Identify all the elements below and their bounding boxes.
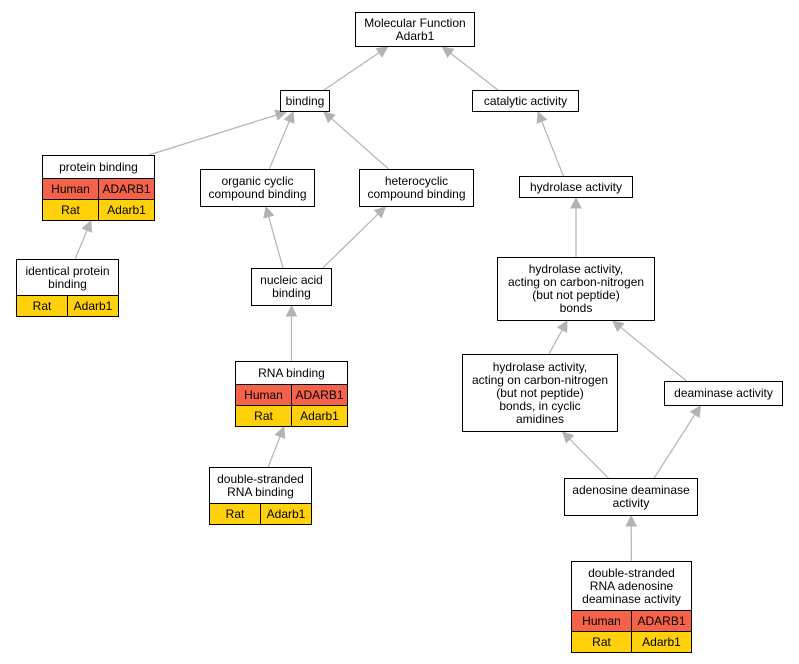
edge-ds_rna_binding-to-rna_binding [267,436,281,468]
go-term-title: double-stranded RNA binding [217,471,304,499]
go-term-deaminase[interactable]: deaminase activity [664,381,783,406]
edge-adenosine_deaminase-to-deaminase [653,414,696,479]
gene-cell[interactable]: Adarb1 [631,632,691,652]
go-term-title: deaminase activity [674,386,773,400]
edge-arrowhead [612,320,625,333]
go-term-title: protein binding [59,159,138,174]
annotation-row-rat: Rat Adarb1 [572,631,691,652]
go-term-title: hydrolase activity [529,179,623,194]
edge-arrowhead [625,514,637,527]
gene-cell[interactable]: Adarb1 [98,200,154,220]
gene-cell[interactable]: Adarb1 [291,406,347,426]
edge-arrowhead [323,111,336,124]
annotation-row-rat: Rat Adarb1 [43,199,154,220]
annotation-row-rat: Rat Adarb1 [210,503,311,524]
annotation-row-rat: Rat Adarb1 [17,295,118,316]
species-cell: Rat [592,634,611,649]
gene-cell[interactable]: ADARB1 [98,179,154,199]
species-cell: Rat [32,298,52,313]
go-term-hydrolase-cyclic[interactable]: hydrolase activity, acting on carbon-nit… [462,354,618,432]
go-term-title: organic cyclic compound binding [208,174,307,201]
annotation-row-human: Human ADARB1 [572,610,691,631]
edge-arrowhead [570,196,582,209]
edge-nucleic_acid-to-heterocyclic [322,213,379,269]
edge-arrowhead [81,219,93,233]
edge-arrowhead [263,205,275,219]
edge-organic_cyclic-to-binding [268,120,290,170]
go-term-title: catalytic activity [483,93,568,108]
edge-arrowhead [689,405,701,418]
species-cell: Rat [254,408,273,423]
edge-nucleic_acid-to-organic_cyclic [268,216,284,269]
gene-cell[interactable]: Adarb1 [67,296,118,316]
go-term-title: heterocyclic compound binding [367,174,466,201]
go-term-ds-rna-adenosine-deaminase[interactable]: double-stranded RNA adenosine deaminase … [571,561,692,653]
edge-binding-to-root [323,52,380,91]
edge-catalytic-to-root [450,52,499,91]
species-cell: Rat [61,202,80,217]
go-term-title: Molecular Function Adarb1 [364,15,466,43]
go-term-title: hydrolase activity, acting on carbon-nit… [471,359,609,426]
annotation-row-rat: Rat Adarb1 [236,405,347,426]
go-term-hydrolase[interactable]: hydrolase activity [519,176,633,198]
gene-cell[interactable]: Adarb1 [260,504,311,524]
go-term-organic-cyclic[interactable]: organic cyclic compound binding [200,169,315,207]
go-term-root[interactable]: Molecular Function Adarb1 [355,12,475,47]
go-term-adenosine-deaminase[interactable]: adenosine deaminase activity [564,478,698,516]
go-term-title: nucleic acid binding [260,273,323,300]
edge-arrowhead [441,46,455,59]
edge-arrowhead [375,46,389,58]
edge-arrowhead [274,425,286,439]
go-term-catalytic[interactable]: catalytic activity [472,90,579,112]
annotation-row-human: Human ADARB1 [43,178,154,199]
go-term-heterocyclic[interactable]: heterocyclic compound binding [359,169,474,207]
edge-hydrolase-to-catalytic [541,121,564,177]
species-cell: Human [244,387,283,402]
edge-arrowhead [536,110,548,124]
edge-arrowhead [561,431,575,444]
edge-arrowhead [283,110,295,124]
species-cell: Human [582,613,621,628]
go-term-hydrolase-cn[interactable]: hydrolase activity, acting on carbon-nit… [497,257,655,321]
edge-arrowhead [285,304,298,317]
edge-arrowhead [373,206,387,219]
go-term-title: hydrolase activity, acting on carbon-nit… [507,262,645,315]
edge-protein_binding-to-binding [148,114,277,156]
go-term-title: binding [285,93,325,108]
edge-heterocyclic-to-binding [331,118,390,170]
gene-cell[interactable]: ADARB1 [631,611,691,631]
edge-hydrolase_cyclic-to-hydrolase_cn [548,329,563,355]
go-term-title: identical protein binding [25,263,110,291]
species-cell: Human [51,181,90,196]
species-cell: Rat [225,506,245,521]
edge-adenosine_deaminase-to-hydrolase_cyclic [569,438,609,479]
edge-deaminase-to-hydrolase_cn [620,326,688,382]
go-term-title: double-stranded RNA adenosine deaminase … [582,565,681,606]
annotation-row-human: Human ADARB1 [236,384,347,405]
go-term-title: RNA binding [258,365,325,380]
edge-arrowhead [556,320,568,333]
go-term-title: adenosine deaminase activity [572,483,690,510]
go-term-binding[interactable]: binding [280,90,330,112]
gene-cell[interactable]: ADARB1 [291,385,347,405]
edge-identical_protein-to-protein_binding [74,230,88,260]
go-term-nucleic-acid[interactable]: nucleic acid binding [251,268,332,306]
